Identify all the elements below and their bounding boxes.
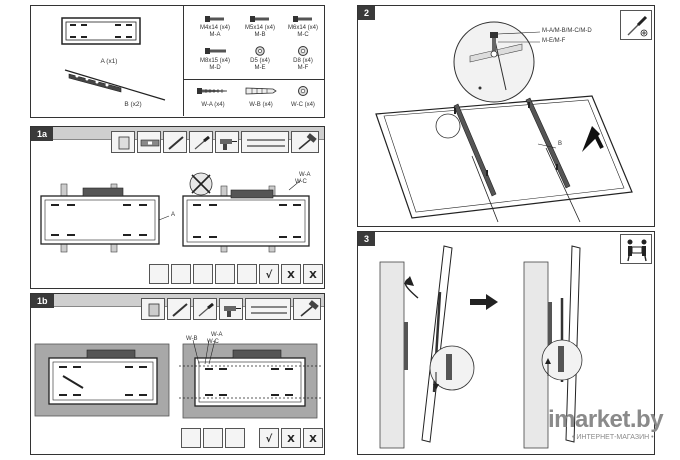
step-2-tv-back-diagram xyxy=(375,95,633,223)
step-1b-check-ok: √ xyxy=(259,428,279,448)
step-1a-callout-wc: W-C xyxy=(295,179,307,185)
step-3-locked-diagram xyxy=(523,245,583,449)
screw-m-c-size: M6x14 (x4) xyxy=(287,25,318,31)
step-1a-check-ok: √ xyxy=(259,264,279,284)
step-1a-check-thumb-5 xyxy=(237,264,257,284)
step-1b-label: 1b xyxy=(31,294,54,308)
step-1a-label: 1a xyxy=(31,127,54,141)
step-1a-drywall-diagram xyxy=(182,172,310,253)
rail-illustration xyxy=(64,69,166,101)
step-3-hang-diagram xyxy=(379,245,475,449)
step-1b-check-ok-mark: √ xyxy=(265,434,273,445)
screw-m-a-size: M4x14 (x4) xyxy=(199,25,230,31)
step-1b-callout-wb: W-B xyxy=(186,336,198,342)
screw-m-c: M6x14 (x4) M-C xyxy=(284,14,322,42)
wall-plate-illustration xyxy=(61,17,141,45)
step-1a-wood-wall-diagram xyxy=(40,183,170,253)
parts-panel: A (x1) B (x2) M4x14 (x4) M-A M5x14 (x4) … xyxy=(30,5,325,118)
step-2-callout-screws: M-A/M-B/M-C/M-D xyxy=(542,28,592,34)
tool-thumb-hammer-1b xyxy=(293,298,321,320)
parts-divider-vertical xyxy=(183,6,184,116)
step-1a-check-ok-mark: √ xyxy=(265,270,273,281)
step-1b-check-thumb-2 xyxy=(203,428,223,448)
plate-label: A (x1) xyxy=(100,58,118,65)
screw-m-d-code: M-D xyxy=(209,65,221,71)
step-1a-check-x1-mark: X xyxy=(287,270,295,281)
step-1b-panel: 1b W-B W-A W-C xyxy=(30,293,325,455)
screw-m-c-code: M-C xyxy=(297,32,309,38)
tool-thumb-drill xyxy=(215,131,239,153)
screw-m-b: M5x14 (x4) M-B xyxy=(241,14,279,42)
tool-thumb-drill-bits-1b xyxy=(245,298,291,320)
step-1b-check-x2-mark: X xyxy=(309,434,317,445)
step-1b-callout-wa: W-A xyxy=(211,332,223,338)
washer-m-e-code: M-E xyxy=(254,65,266,71)
screw-m-b-size: M5x14 (x4) xyxy=(244,25,275,31)
tool-thumb-pencil-1b xyxy=(167,298,191,320)
two-person-lift-thumb xyxy=(620,234,652,264)
step-1a-check-x2-mark: X xyxy=(309,270,317,281)
rail-label: B (x2) xyxy=(124,101,142,108)
step-3-panel: 3 imarket.by • ИНТЕРНЕТ-МАГАЗИН • xyxy=(357,231,664,455)
tool-thumb-drill-1b xyxy=(219,298,243,320)
step-1b-concrete-wall-diagram xyxy=(34,343,170,417)
washer-m-e: D5 (x4) M-E xyxy=(241,46,279,76)
step-1b-check-x1-mark: X xyxy=(287,434,295,445)
tool-thumb-wall-1b xyxy=(141,298,165,320)
step-1b-callout-wc: W-C xyxy=(207,339,219,345)
screw-m-a-code: M-A xyxy=(209,32,221,38)
wall-washer-w-c: W-C (x4) xyxy=(283,86,323,112)
step-2-panel: 2 M-A/M-B/M-C/M-D M-E/M-F B xyxy=(357,5,655,227)
step-2-callout-lines xyxy=(497,31,541,43)
parts-divider-horizontal xyxy=(183,79,324,80)
step-1a-check-thumb-1 xyxy=(149,264,169,284)
step-1b-check-thumb-1 xyxy=(181,428,201,448)
step-1b-check-x1: X xyxy=(281,428,301,448)
tool-thumb-hammer xyxy=(291,131,319,153)
screw-m-d: M8x15 (x4) M-D xyxy=(196,46,234,76)
tool-thumb-wall xyxy=(111,131,135,153)
step-1b-check-thumb-3 xyxy=(225,428,245,448)
step-3-next-arrow xyxy=(470,294,498,310)
step-1a-check-x1: X xyxy=(281,264,301,284)
screw-m-d-size: M8x15 (x4) xyxy=(199,58,230,64)
tool-thumb-level xyxy=(137,131,161,153)
step-1a-check-thumb-4 xyxy=(215,264,235,284)
screw-m-b-code: M-B xyxy=(254,32,266,38)
step-1a-callout-wa: W-A xyxy=(299,172,311,178)
step-1a-check-thumb-3 xyxy=(193,264,213,284)
step-1a-check-thumb-2 xyxy=(171,264,191,284)
tool-thumb-screwdriver-2 xyxy=(620,10,652,40)
step-2-label: 2 xyxy=(358,6,376,20)
washer-m-e-size: D5 (x4) xyxy=(250,58,270,64)
tool-thumb-screwdriver xyxy=(189,131,213,153)
washer-m-f-code: M-F xyxy=(297,65,309,71)
wall-washer-w-c-label: W-C (x4) xyxy=(291,102,315,108)
wall-screw-w-a-label: W-A (x4) xyxy=(201,102,225,108)
step-1a-panel: 1a A W-A W-C xyxy=(30,126,325,289)
watermark-brand: imarket.by xyxy=(548,406,664,433)
step-1b-concrete-install-diagram xyxy=(179,339,321,419)
tool-thumb-screwdriver-1b xyxy=(193,298,217,320)
tool-thumb-drill-bits xyxy=(241,131,289,153)
step-1a-callout-a: A xyxy=(171,212,176,218)
wall-anchor-w-b-label: W-B (x4) xyxy=(249,102,273,108)
step-2-callout-washers: M-E/M-F xyxy=(542,38,566,44)
wall-screw-w-a: W-A (x4) xyxy=(191,86,235,112)
step-1b-check-x2: X xyxy=(303,428,323,448)
step-1a-check-x2: X xyxy=(303,264,323,284)
washer-m-f: D8 (x4) M-F xyxy=(284,46,322,76)
tool-thumb-pencil xyxy=(163,131,187,153)
washer-m-f-size: D8 (x4) xyxy=(293,58,313,64)
step-3-label: 3 xyxy=(358,232,376,246)
step-2-callout-b: B xyxy=(558,141,563,147)
watermark-tagline: • ИНТЕРНЕТ-МАГАЗИН • xyxy=(572,434,654,441)
wall-anchor-w-b: W-B (x4) xyxy=(239,86,283,112)
screw-m-a: M4x14 (x4) M-A xyxy=(196,14,234,42)
